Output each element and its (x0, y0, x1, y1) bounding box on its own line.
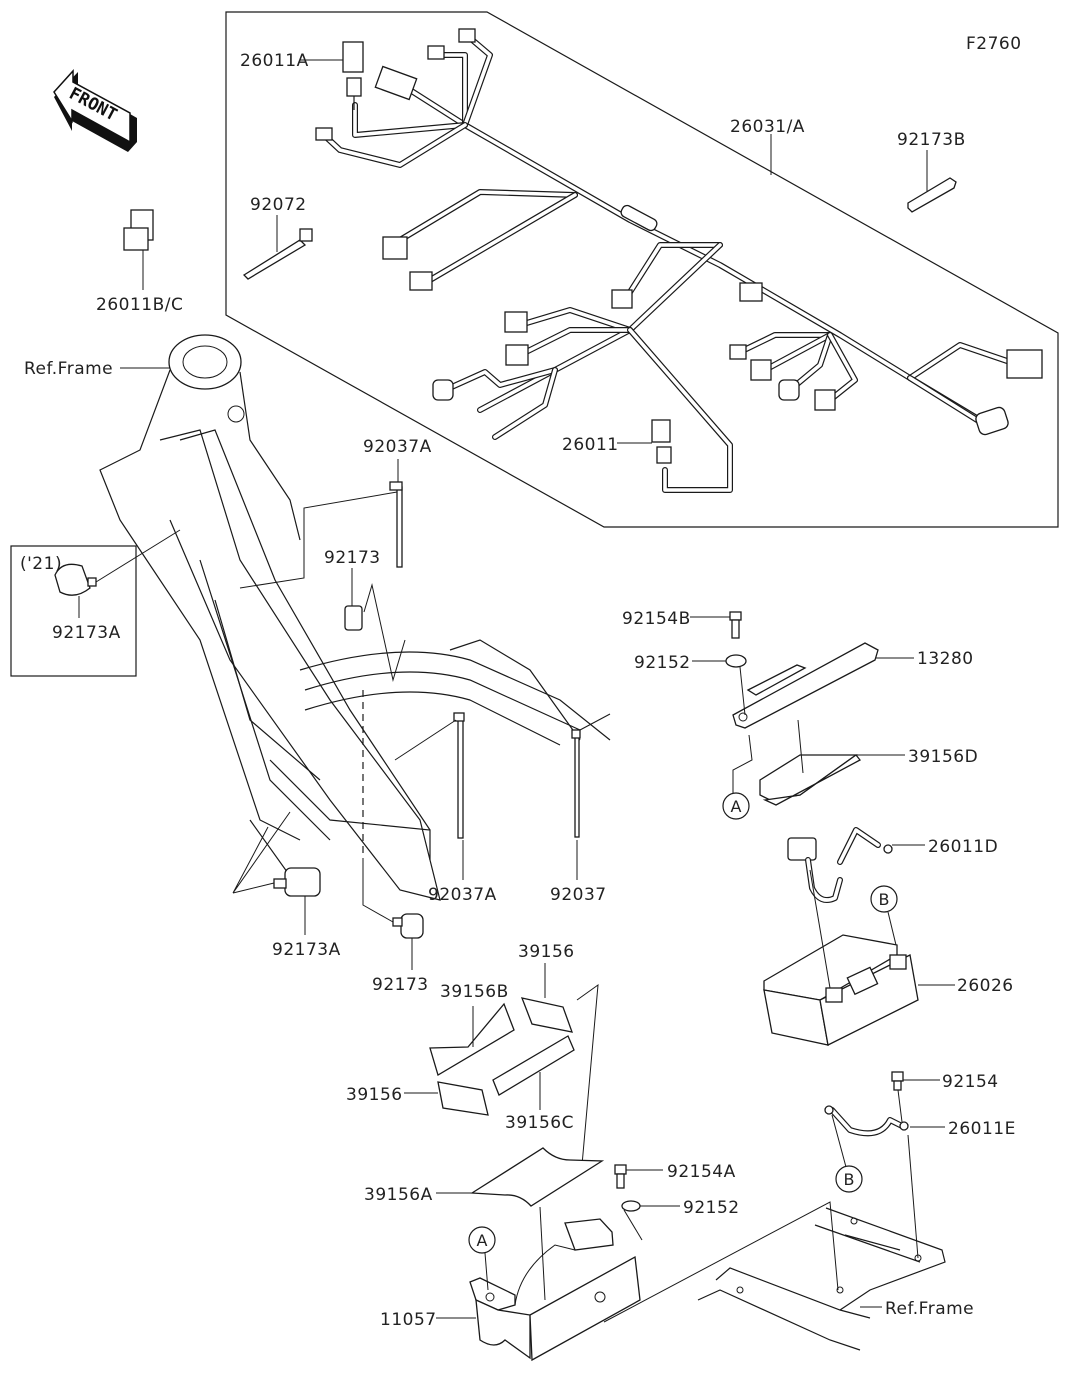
label-92072: 92072 (250, 195, 307, 215)
label-13280: 13280 (917, 649, 974, 669)
label-92173-top: 92173 (324, 548, 381, 568)
connector-26011A (342, 41, 364, 110)
bracket-13280 (732, 642, 879, 729)
label-26011D: 26011D (928, 837, 998, 857)
reference-marker-a-upper-label: A (731, 797, 742, 816)
label-26026: 26026 (957, 976, 1014, 996)
band-92173B (907, 177, 957, 213)
connector-26011 (651, 419, 672, 464)
reference-marker-a-lower-label: A (477, 1231, 488, 1250)
pad-39156-left (437, 1081, 489, 1116)
label-92037A-bottom: 92037A (428, 885, 497, 905)
main-wiring-harness (315, 28, 1043, 493)
label-92173A-box: 92173A (52, 623, 121, 643)
figure-code: F2760 (966, 34, 1022, 54)
label-11057: 11057 (380, 1310, 437, 1330)
label-39156A: 39156A (364, 1185, 433, 1205)
pad-39156C (492, 1035, 575, 1096)
label-26011: 26011 (562, 435, 619, 455)
reference-marker-a-lower (468, 1226, 496, 1254)
label-39156B: 39156B (440, 982, 509, 1002)
band-92037 (571, 729, 581, 838)
clamp-92173A-21 (54, 563, 97, 596)
label-26031A: 26031/A (730, 117, 805, 137)
cable-26011D (787, 827, 893, 903)
year-variant-box (10, 545, 137, 677)
label-92152-bottom: 92152 (683, 1198, 740, 1218)
year-variant-label: ('21) (20, 554, 62, 574)
label-92173B: 92173B (897, 130, 966, 150)
bolt-92154B (729, 611, 742, 639)
label-26011A: 26011A (240, 51, 309, 71)
pad-39156A (469, 1147, 605, 1207)
bolt-92154A (614, 1164, 627, 1189)
front-direction-arrow-icon: FRONT (53, 69, 137, 152)
reference-marker-b-upper (870, 885, 898, 913)
cable-26011E (824, 1105, 909, 1137)
label-ref-frame-bottom: Ref.Frame (885, 1299, 974, 1319)
battery-case-11057 (469, 1218, 641, 1362)
battery-26026 (763, 934, 919, 1046)
label-39156C: 39156C (505, 1113, 574, 1133)
bolt-92154 (891, 1071, 904, 1091)
clamp-92173-top (344, 605, 363, 631)
pad-39156-top (520, 997, 574, 1033)
connector-26011BC (123, 209, 154, 251)
reference-marker-b-lower (835, 1165, 863, 1193)
pad-39156B (429, 1002, 515, 1076)
cable-tie-92072 (242, 228, 313, 280)
label-92152-top: 92152 (634, 653, 691, 673)
collar-92152-top (725, 654, 747, 668)
band-92037A-top (389, 481, 403, 568)
label-26011BC: 26011B/C (96, 295, 183, 315)
reference-marker-b-upper-label: B (879, 890, 890, 909)
reference-marker-b-lower-label: B (844, 1170, 855, 1189)
frame-ref (99, 334, 611, 901)
label-92154B: 92154B (622, 609, 691, 629)
harness-group-outline (225, 11, 1059, 528)
label-ref-frame-top: Ref.Frame (24, 359, 113, 379)
label-26011E: 26011E (948, 1119, 1016, 1139)
label-39156-left: 39156 (346, 1085, 403, 1105)
label-92037A-top: 92037A (363, 437, 432, 457)
label-39156D: 39156D (908, 747, 978, 767)
label-39156-top: 39156 (518, 942, 575, 962)
label-92154: 92154 (942, 1072, 999, 1092)
collar-92152-bottom (621, 1200, 641, 1212)
label-92173-bottom: 92173 (372, 975, 429, 995)
band-92037A-bottom (453, 712, 465, 839)
frame-rear-ref (697, 1207, 946, 1351)
label-92173A: 92173A (272, 940, 341, 960)
clamp-92173-bottom (392, 913, 424, 939)
label-92037: 92037 (550, 885, 607, 905)
clamp-92173A (273, 867, 321, 897)
reference-marker-a-upper (722, 792, 750, 820)
label-92154A: 92154A (667, 1162, 736, 1182)
pad-39156D (759, 754, 861, 806)
